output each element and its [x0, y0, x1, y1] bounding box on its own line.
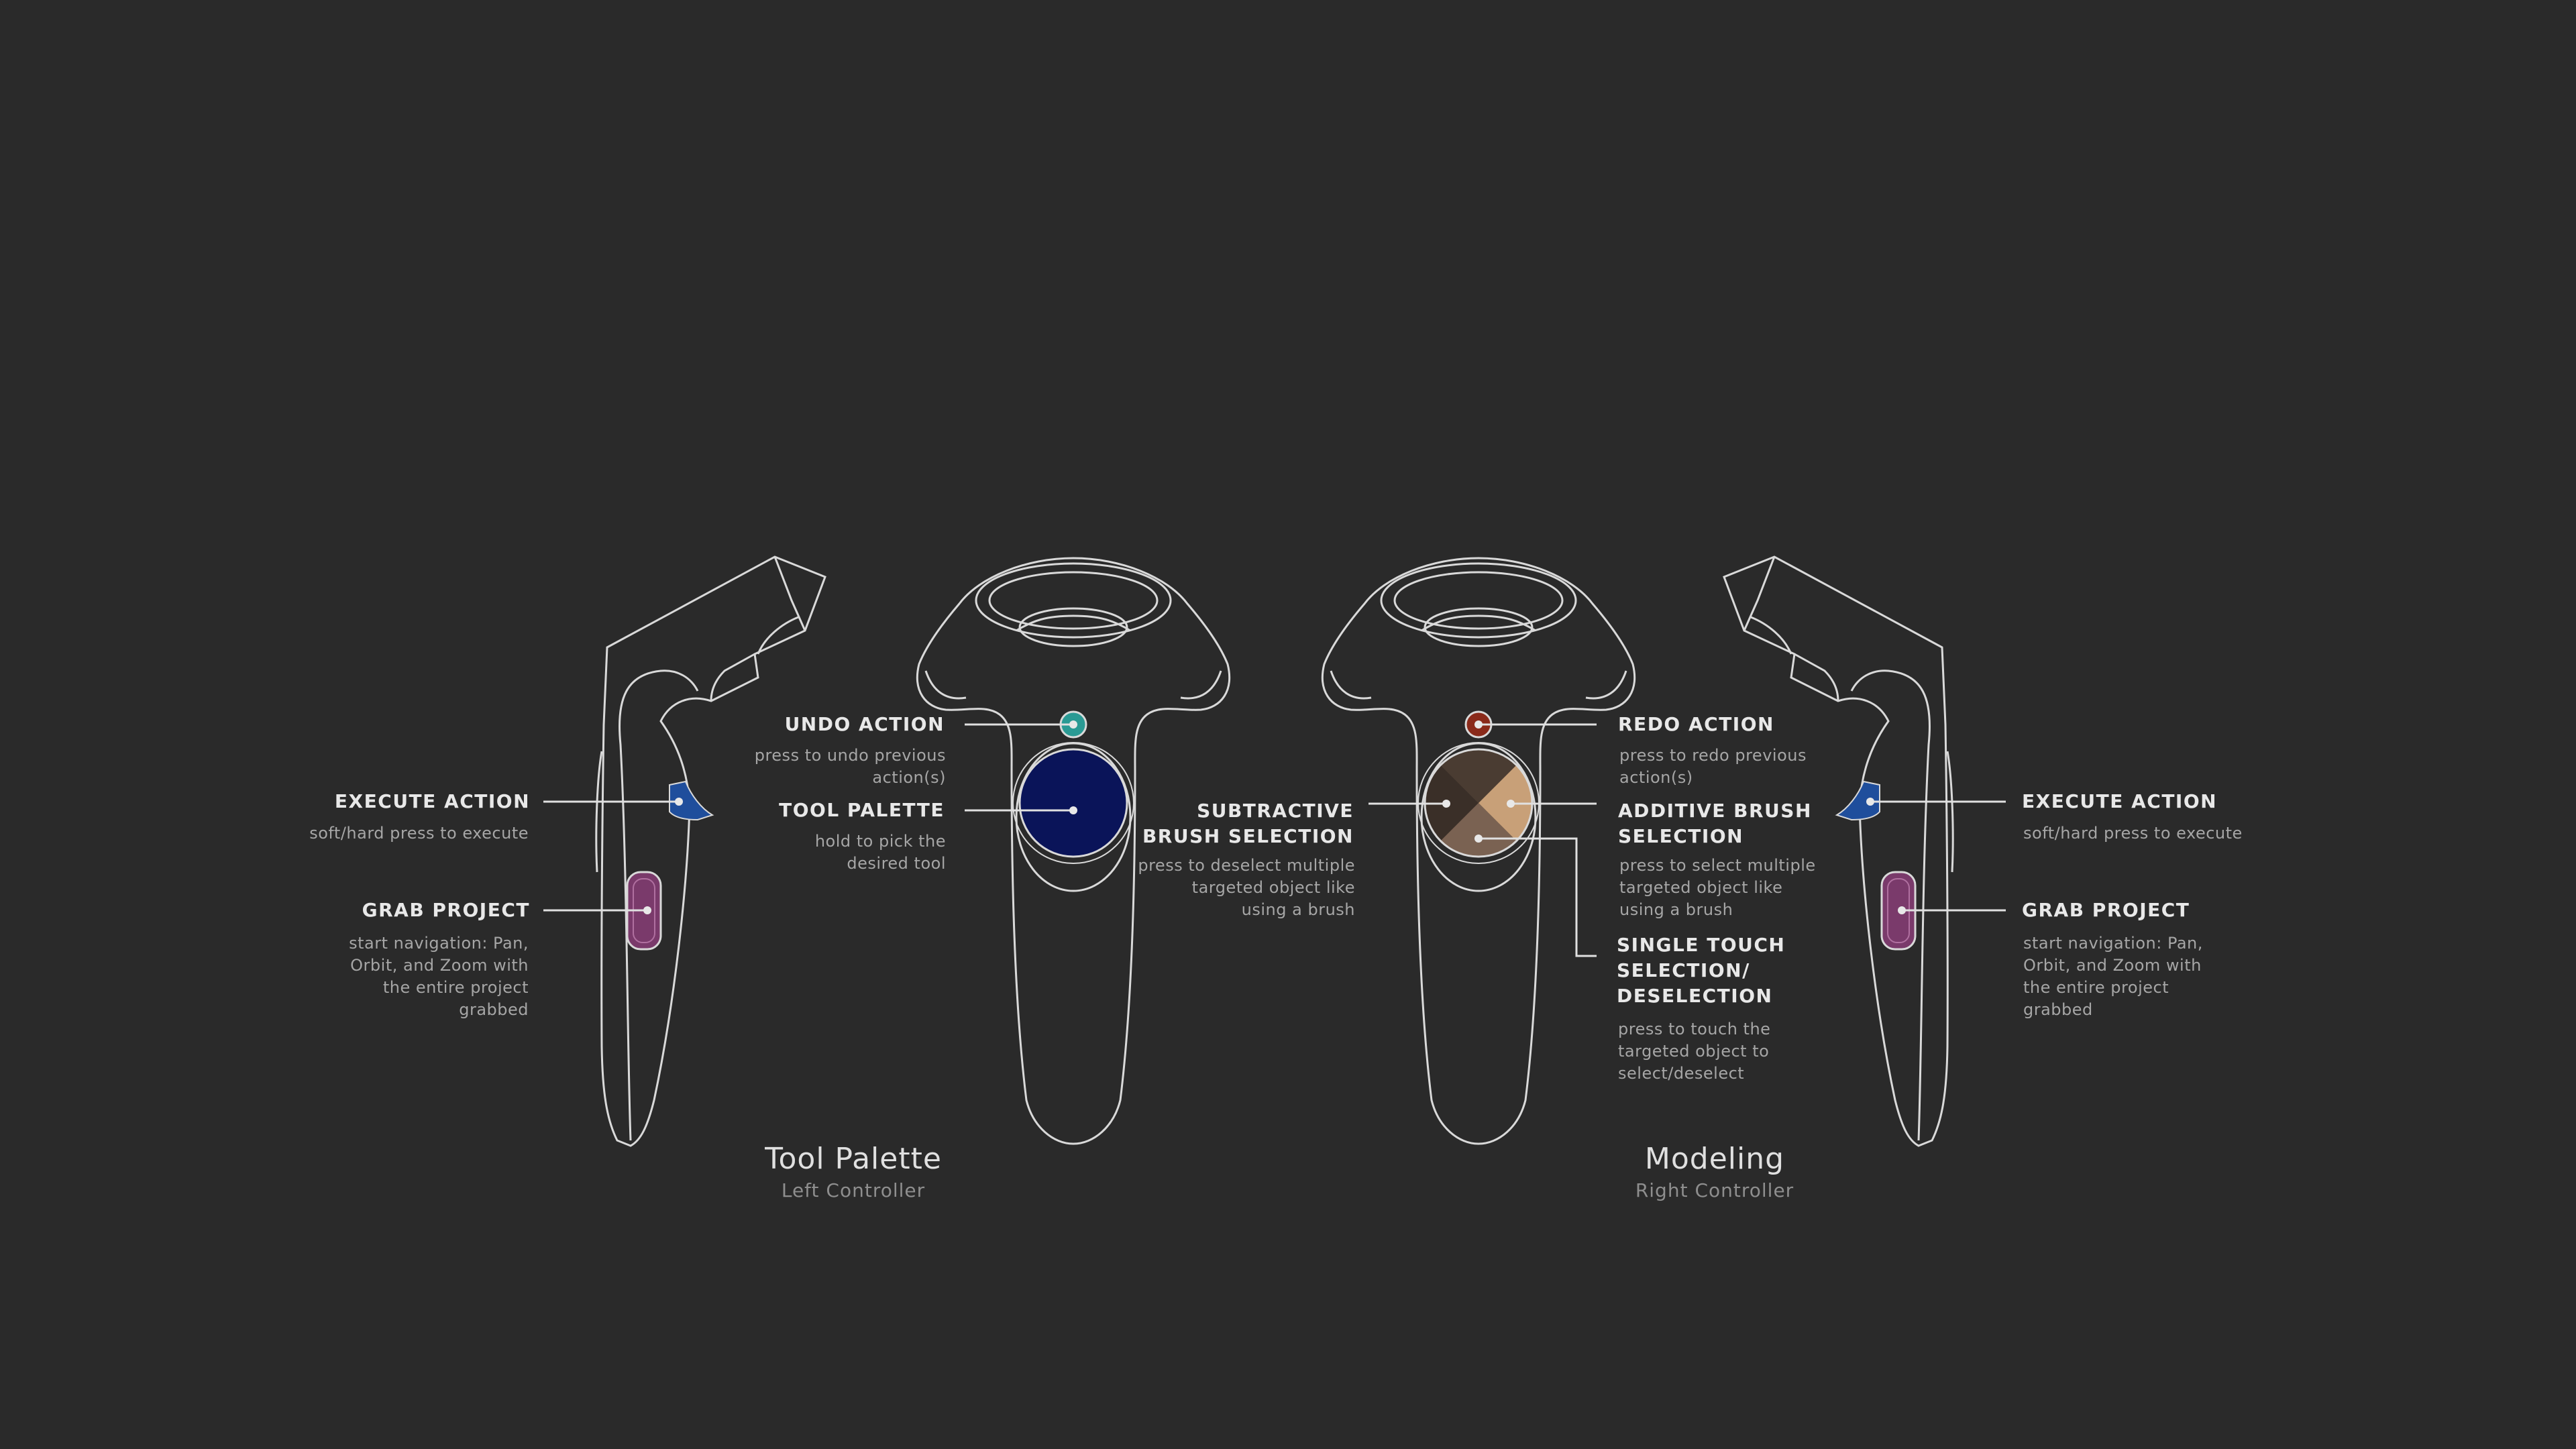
subtractive-desc: press to deselect multiple targeted obje…: [1138, 856, 1355, 919]
tool-palette-title: TOOL PALETTE: [779, 799, 945, 821]
right-trigger[interactable]: [1835, 780, 1880, 821]
callout-lines: [543, 723, 2006, 957]
right-execute-title: EXECUTE ACTION: [2022, 790, 2218, 812]
left-subheading: Left Controller: [781, 1179, 926, 1201]
single-touch-desc: press to touch the targeted object to se…: [1618, 1020, 1771, 1083]
single-touch-zone[interactable]: [1425, 803, 1532, 857]
right-grab-title: GRAB PROJECT: [2022, 899, 2190, 921]
subtractive-title: SUBTRACTIVE BRUSH SELECTION: [1142, 800, 1354, 847]
subtractive-brush-zone[interactable]: [1425, 749, 1479, 857]
single-touch-title: SINGLE TOUCH SELECTION/ DESELECTION: [1617, 934, 1786, 1007]
left-grab-title: GRAB PROJECT: [362, 899, 530, 921]
redo-title: REDO ACTION: [1618, 713, 1774, 735]
undo-desc: press to undo previous action(s): [754, 746, 946, 787]
tool-palette-desc: hold to pick the desired tool: [814, 832, 946, 873]
additive-desc: press to select multiple targeted object…: [1619, 856, 1816, 919]
left-heading: Tool Palette: [765, 1142, 942, 1176]
left-grab-desc: start navigation: Pan, Orbit, and Zoom w…: [349, 934, 529, 1019]
left-side-controller: [595, 555, 826, 1147]
callout-dots: [643, 720, 1906, 914]
left-trigger[interactable]: [669, 780, 714, 821]
tool-palette-touchpad[interactable]: [1018, 748, 1128, 858]
additive-title: ADDITIVE BRUSH SELECTION: [1618, 800, 1812, 847]
right-grab-desc: start navigation: Pan, Orbit, and Zoom w…: [2023, 934, 2203, 1019]
modeling-touchpad[interactable]: [1422, 745, 1536, 859]
additive-brush-zone[interactable]: [1479, 749, 1532, 857]
right-front-controller: [1321, 557, 1636, 1145]
undo-title: UNDO ACTION: [784, 713, 945, 735]
left-execute-title: EXECUTE ACTION: [334, 790, 530, 812]
right-heading: Modeling: [1644, 1142, 1785, 1176]
right-execute-desc: soft/hard press to execute: [2023, 824, 2243, 843]
left-execute-desc: soft/hard press to execute: [309, 824, 529, 843]
left-front-controller: [916, 557, 1231, 1145]
redo-desc: press to redo previous action(s): [1619, 746, 1807, 787]
right-subheading: Right Controller: [1635, 1179, 1794, 1201]
right-side-controller: [1723, 555, 1954, 1147]
